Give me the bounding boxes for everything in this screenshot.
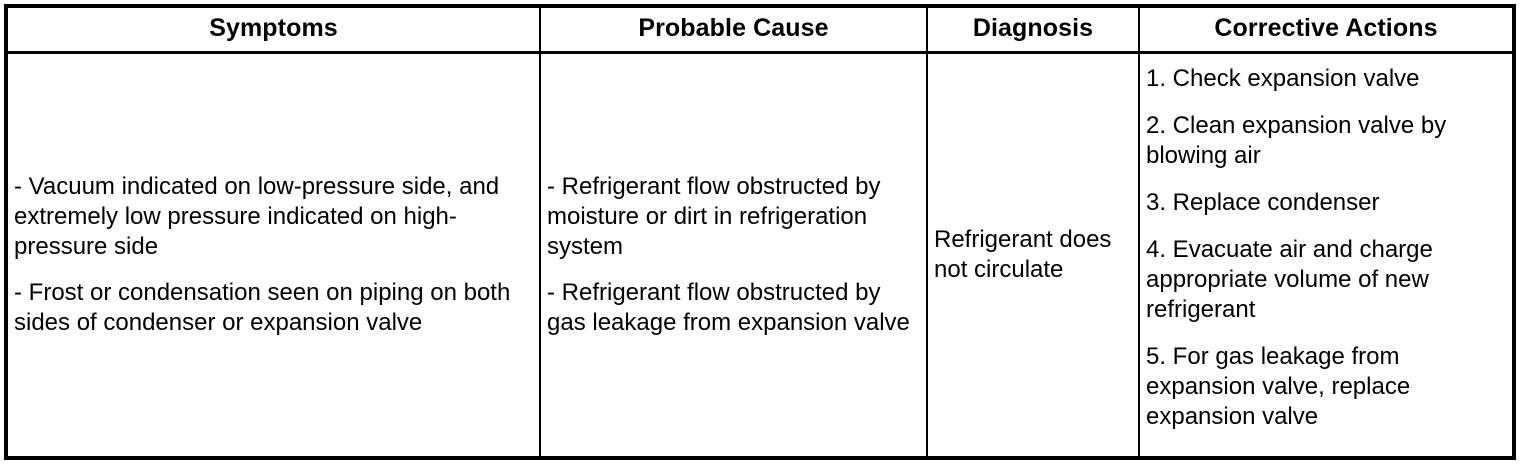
corrective-action-item: 2. Clean expansion valve by blowing air (1146, 112, 1447, 169)
table-body: - Vacuum indicated on low-pressure side,… (6, 52, 1514, 459)
troubleshooting-table: Symptoms Probable Cause Diagnosis Correc… (4, 4, 1516, 460)
corrective-action-item: 1. Check expansion valve (1146, 65, 1420, 92)
column-header-probable-cause: Probable Cause (540, 6, 928, 54)
cause-item: - Refrigerant flow obstructed by gas lea… (547, 279, 910, 336)
cause-item: - Refrigerant flow obstructed by moistur… (547, 173, 881, 260)
corrective-action-item: 5. For gas leakage from expansion valve,… (1146, 343, 1411, 430)
cell-corrective-actions: 1. Check expansion valve 2. Clean expans… (1139, 53, 1514, 459)
column-header-corrective-actions: Corrective Actions (1139, 6, 1514, 54)
cell-diagnosis: Refrigerant does not circulate (927, 52, 1140, 458)
table-header: Symptoms Probable Cause Diagnosis Correc… (6, 6, 1514, 54)
symptom-item: - Frost or condensation seen on piping o… (14, 279, 511, 336)
cell-probable-cause: - Refrigerant flow obstructed by moistur… (540, 52, 928, 458)
corrective-action-item: 3. Replace condenser (1146, 189, 1380, 216)
symptom-item: - Vacuum indicated on low-pressure side,… (14, 173, 500, 260)
corrective-action-item: 4. Evacuate air and charge appropriate v… (1146, 236, 1433, 323)
column-header-diagnosis: Diagnosis (927, 6, 1140, 54)
diagnosis-item: Refrigerant does not circulate (934, 226, 1112, 283)
table-header-row: Symptoms Probable Cause Diagnosis Correc… (6, 6, 1514, 54)
column-header-symptoms: Symptoms (6, 6, 541, 54)
table-row: - Vacuum indicated on low-pressure side,… (6, 52, 1514, 459)
cell-symptoms: - Vacuum indicated on low-pressure side,… (6, 52, 541, 458)
